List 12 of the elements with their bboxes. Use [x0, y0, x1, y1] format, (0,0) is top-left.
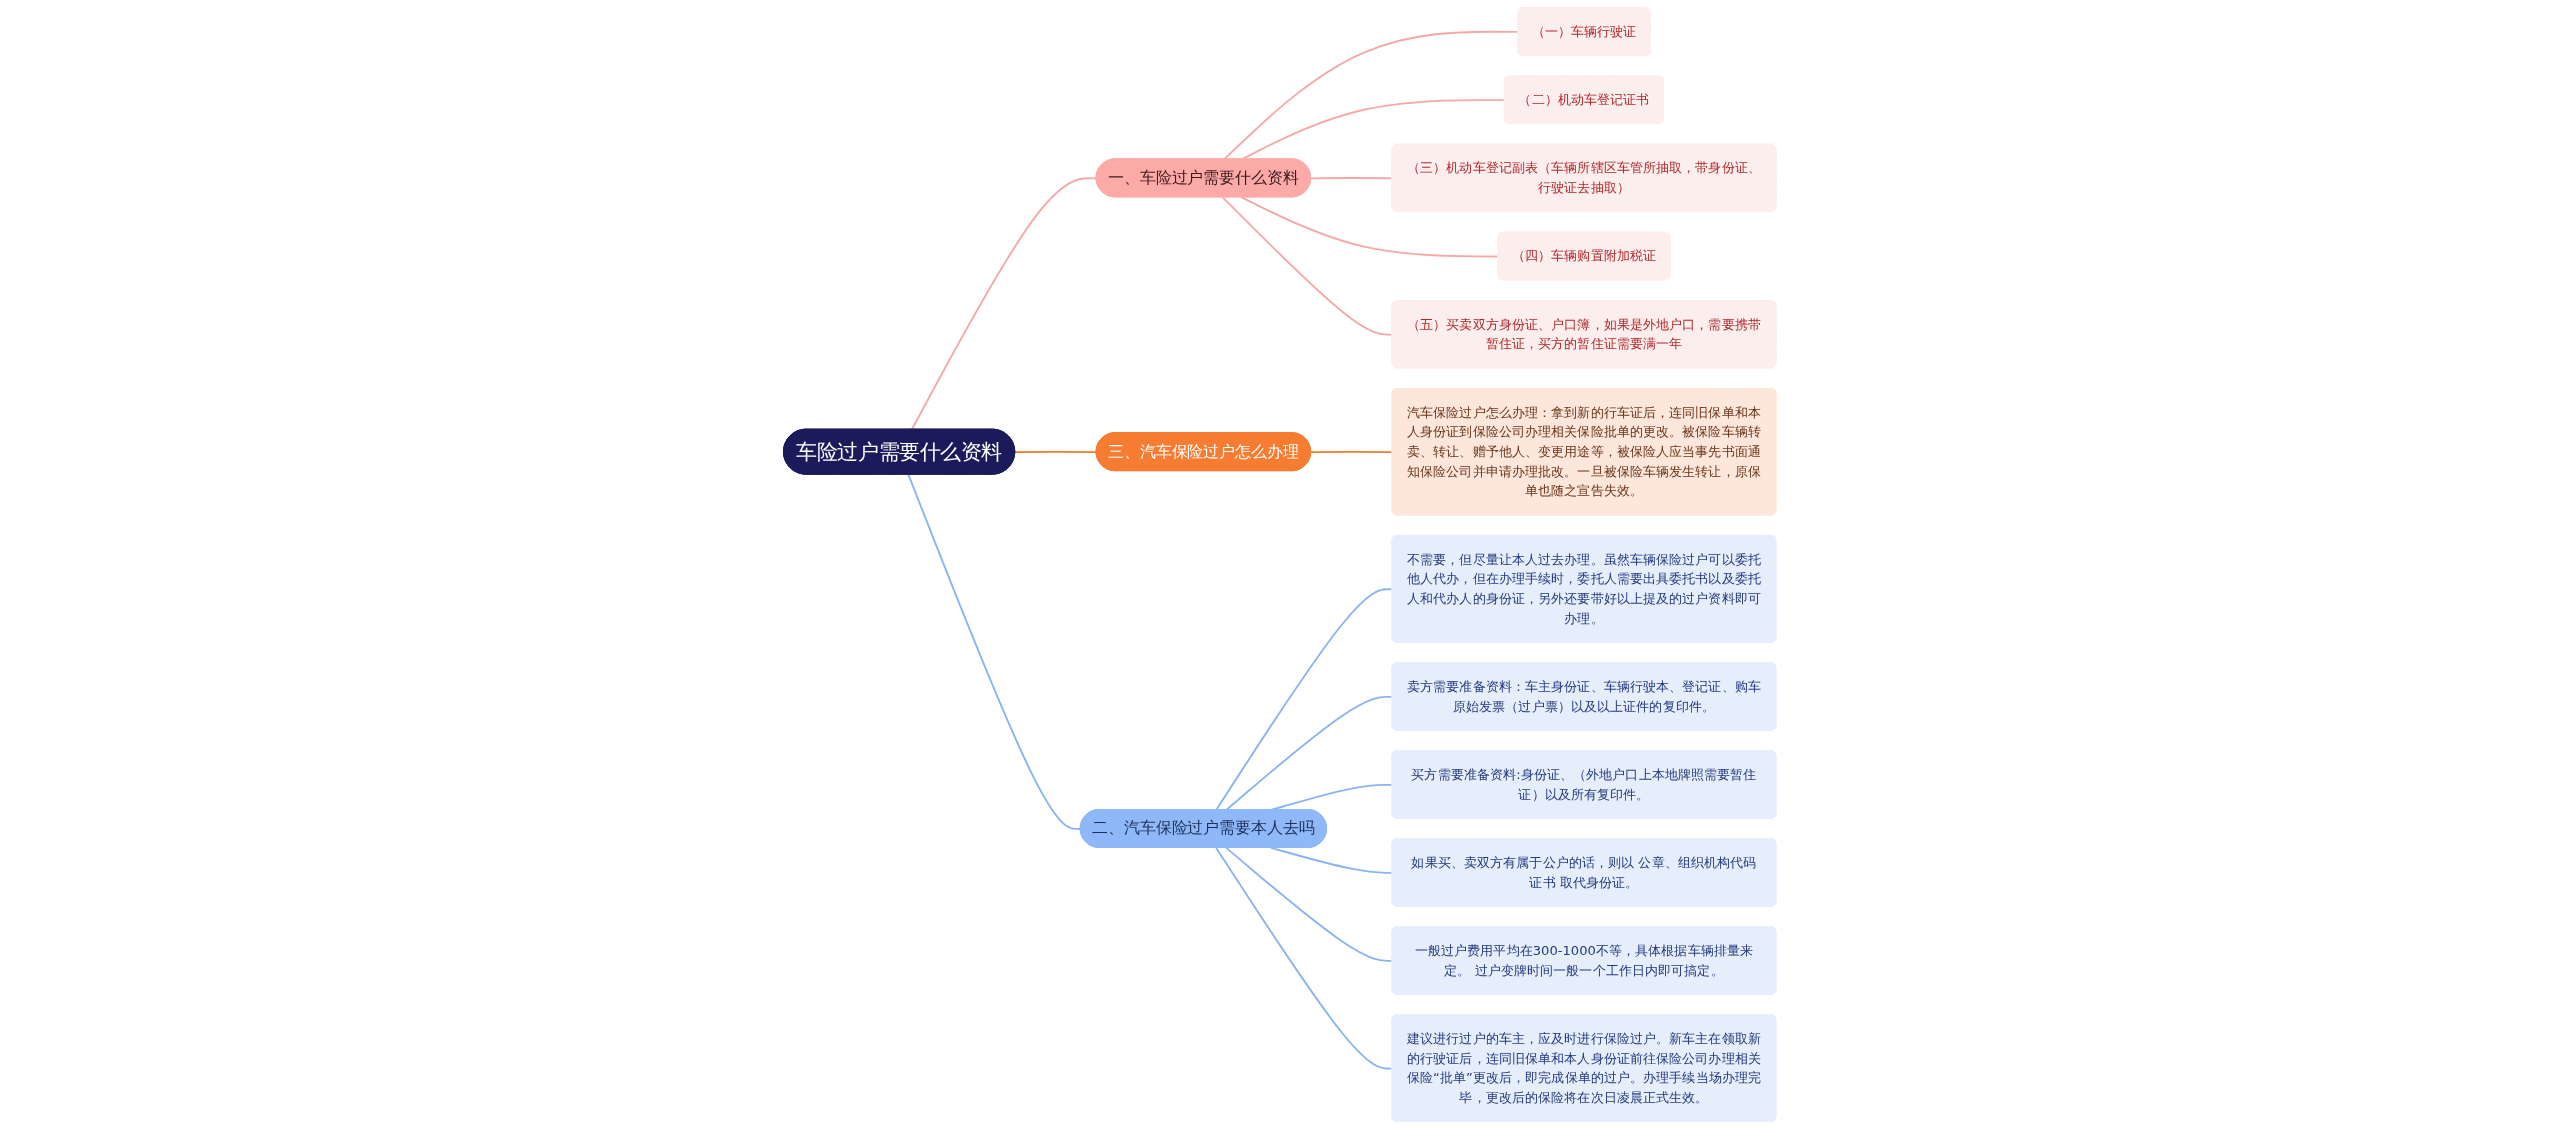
connector: [911, 177, 1098, 431]
connector: [1225, 846, 1394, 962]
connector: [1225, 695, 1394, 811]
connector: [1241, 196, 1500, 258]
connector: [907, 473, 1082, 830]
connector: [1014, 450, 1098, 454]
connector: [1310, 177, 1394, 180]
connector: [1215, 846, 1394, 1070]
connector: [1310, 450, 1394, 454]
connector: [1222, 196, 1394, 336]
connector: [1215, 588, 1394, 811]
connector: [1270, 846, 1394, 874]
